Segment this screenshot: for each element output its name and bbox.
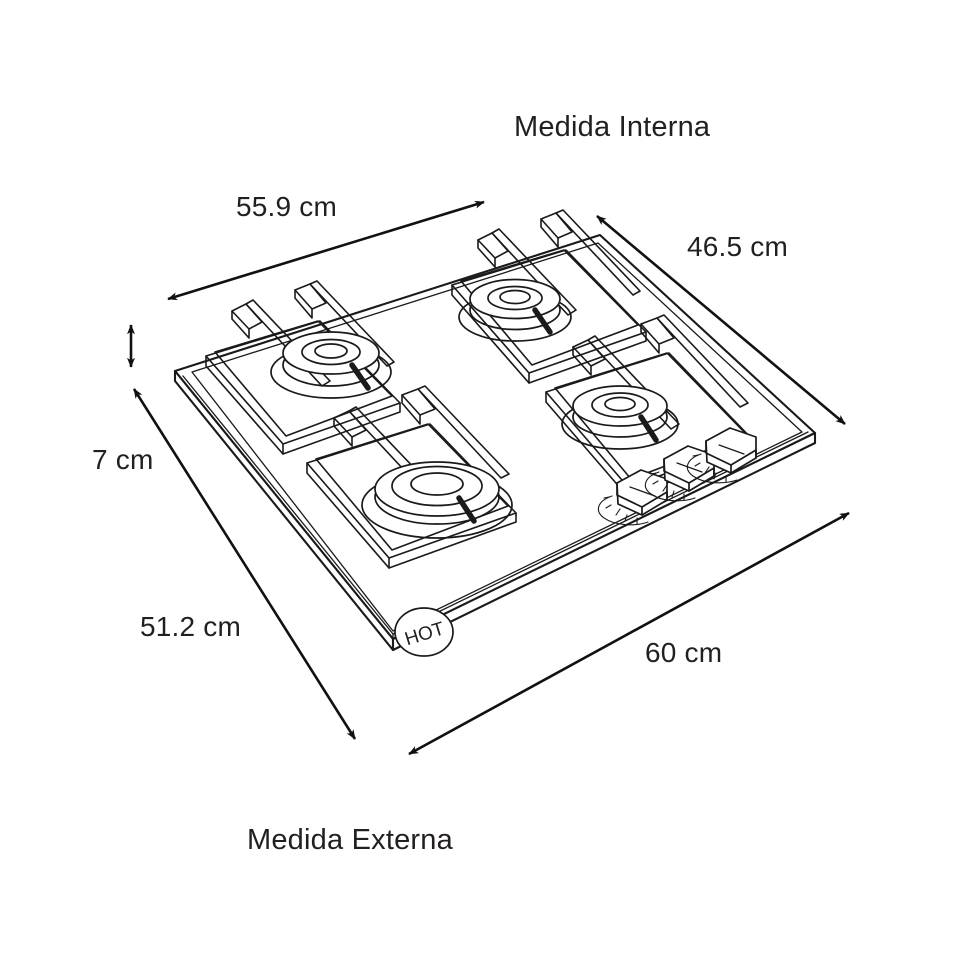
dimension-height: 7 cm xyxy=(92,444,154,475)
burner-cap xyxy=(391,465,483,507)
arrow-external-width xyxy=(408,511,850,756)
burner-cap xyxy=(572,385,668,427)
arrow-internal-depth xyxy=(596,215,846,425)
burner-front-left xyxy=(361,461,513,539)
burner-rear-left xyxy=(270,331,392,399)
dimension-internal-depth: 46.5 cm xyxy=(687,231,788,262)
burner-cap xyxy=(469,278,561,320)
igniter-rod xyxy=(638,414,659,443)
igniter-rod xyxy=(349,362,371,391)
arrow-internal-width xyxy=(167,200,485,301)
burner-cap xyxy=(282,331,380,375)
arrow-external-depth xyxy=(132,388,357,740)
igniter-rod xyxy=(532,307,553,335)
grate-rear-right xyxy=(451,209,647,384)
caption-internal: Medida Interna xyxy=(514,111,711,143)
hot-badge-circle xyxy=(394,607,454,657)
igniter-rod xyxy=(456,495,477,524)
hot-badge: HOT xyxy=(394,607,454,657)
cooktop-illustration: HOT xyxy=(173,209,817,657)
dimension-internal-width: 55.9 cm xyxy=(236,191,337,222)
dimension-arrows xyxy=(127,200,850,756)
cooktop-right-edge xyxy=(391,431,817,652)
caption-external: Medida Externa xyxy=(247,824,453,856)
dimension-external-width: 60 cm xyxy=(645,637,723,668)
control-knob-right xyxy=(686,427,757,484)
burner-front-right xyxy=(561,385,679,450)
control-knob-left xyxy=(597,469,668,526)
burner-rear-right xyxy=(458,278,572,342)
dimension-external-depth: 51.2 cm xyxy=(140,611,241,642)
